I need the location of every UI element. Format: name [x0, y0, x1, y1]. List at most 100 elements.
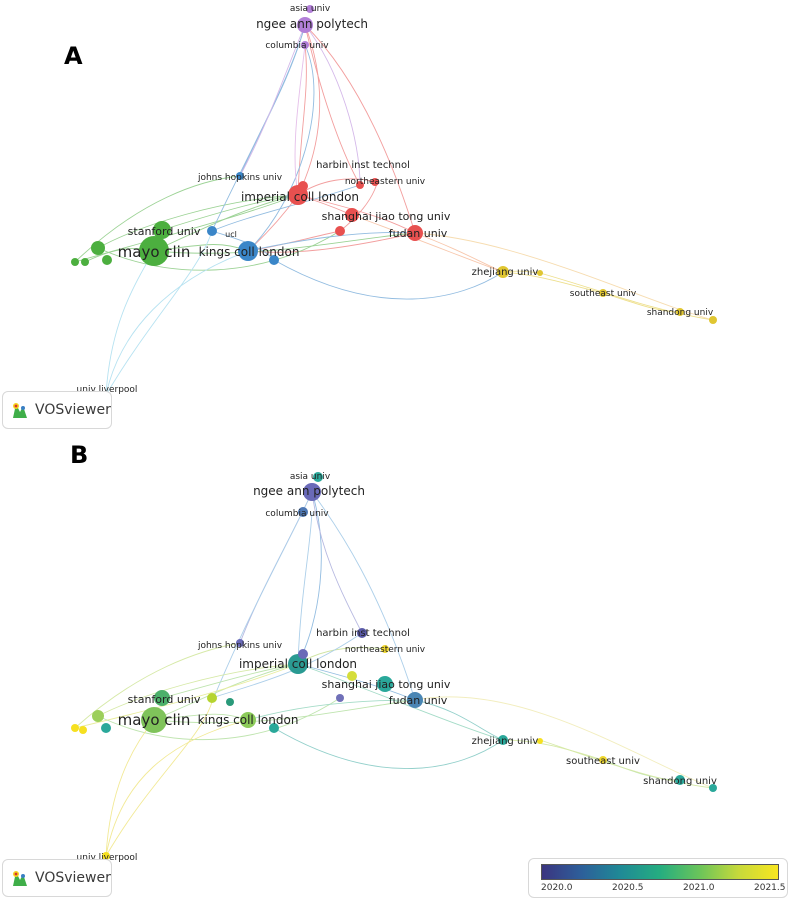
node-columbia[interactable] — [298, 507, 308, 517]
link — [239, 24, 306, 177]
node-fudan[interactable] — [407, 692, 423, 708]
node-red-small[interactable] — [335, 226, 345, 236]
node-yellow-small[interactable] — [537, 738, 543, 744]
color-scale-bar — [541, 864, 779, 880]
link — [97, 663, 299, 717]
node-green-d[interactable] — [102, 255, 112, 265]
node-fudan[interactable] — [407, 225, 423, 241]
node-asia[interactable] — [306, 5, 314, 13]
label-sjtu: shanghai jiao tong univ — [322, 678, 451, 691]
link — [539, 272, 714, 321]
node-kings[interactable] — [238, 241, 258, 261]
node-shandong[interactable] — [676, 308, 684, 316]
node-sjtu[interactable] — [345, 208, 359, 222]
link — [297, 44, 307, 196]
node-yellow-end[interactable] — [709, 316, 717, 324]
link — [311, 491, 416, 701]
link — [297, 194, 416, 234]
node-columbia[interactable] — [301, 41, 309, 49]
link — [74, 663, 299, 729]
node-imperial-2[interactable] — [298, 181, 308, 191]
link — [502, 739, 604, 761]
link — [539, 739, 714, 789]
link — [153, 713, 249, 721]
label-columbia: columbia univ — [265, 41, 329, 51]
link — [351, 214, 504, 273]
link — [247, 232, 416, 253]
label-jhu: johns hopkins univ — [197, 173, 283, 183]
link — [97, 194, 299, 249]
link — [105, 230, 213, 396]
link — [297, 24, 321, 196]
node-liverpool[interactable] — [102, 852, 110, 860]
label-mayo: mayo clin — [118, 243, 191, 261]
network-map-a: asia univ ngee ann polytech columbia uni… — [71, 4, 717, 399]
label-harbin: harbin inst technol — [316, 160, 410, 171]
link — [297, 491, 322, 665]
node-ucl[interactable] — [226, 698, 234, 706]
link — [294, 44, 306, 196]
nodes-a — [71, 5, 717, 399]
node-stanford[interactable] — [153, 221, 171, 239]
link — [97, 230, 341, 271]
link — [153, 699, 416, 724]
node-mayo[interactable] — [141, 707, 167, 733]
node-teal-a[interactable] — [101, 723, 111, 733]
label-imperial: imperial coll london — [239, 657, 357, 671]
label-fudan: fudan univ — [389, 694, 448, 707]
node-teal-end[interactable] — [709, 784, 717, 792]
label-columbia: columbia univ — [265, 509, 329, 519]
node-southeast[interactable] — [599, 289, 607, 297]
node-green-a[interactable] — [91, 241, 105, 255]
node-ucl[interactable] — [207, 226, 217, 236]
node-ngee[interactable] — [303, 483, 321, 501]
node-ucl-yellow[interactable] — [207, 693, 217, 703]
node-yellow-b[interactable] — [79, 726, 87, 734]
node-mayo[interactable] — [139, 236, 169, 266]
node-northeastern[interactable] — [381, 645, 389, 653]
link — [153, 232, 416, 254]
node-harbin[interactable] — [356, 181, 364, 189]
node-southeast[interactable] — [599, 756, 607, 764]
label-harbin: harbin inst technol — [316, 628, 410, 639]
node-stanford[interactable] — [154, 690, 170, 706]
label-northeastern: northeastern univ — [345, 645, 426, 655]
node-green-a[interactable] — [92, 710, 104, 722]
node-harbin[interactable] — [357, 628, 367, 638]
node-kings[interactable] — [240, 712, 256, 728]
label-ngee: ngee ann polytech — [256, 17, 368, 31]
node-green-c[interactable] — [81, 258, 89, 266]
node-zhejiang[interactable] — [498, 735, 508, 745]
node-yellow-a[interactable] — [71, 724, 79, 732]
vosviewer-text-b: VOSviewer — [35, 870, 111, 886]
link — [97, 697, 341, 740]
node-yellow-mid[interactable] — [347, 671, 357, 681]
node-northeastern[interactable] — [371, 178, 379, 186]
legend-tick: 2021.0 — [683, 883, 715, 893]
link — [161, 194, 299, 231]
node-blue-small[interactable] — [269, 255, 279, 265]
node-purple-small[interactable] — [336, 694, 344, 702]
node-asia[interactable] — [313, 472, 323, 482]
link — [502, 271, 604, 294]
link — [414, 232, 714, 321]
link — [105, 719, 155, 857]
color-scale-legend: 2020.0 2020.5 2021.0 2021.5 — [528, 858, 788, 898]
node-jhu[interactable] — [236, 172, 244, 180]
node-green-b[interactable] — [71, 258, 79, 266]
vosviewer-icon — [13, 403, 27, 418]
link — [247, 699, 416, 721]
link — [247, 232, 416, 252]
label-southeast: southeast univ — [566, 756, 640, 767]
node-jhu[interactable] — [236, 639, 244, 647]
node-yellow-small[interactable] — [537, 270, 543, 276]
label-jhu: johns hopkins univ — [197, 641, 283, 651]
node-zhejiang[interactable] — [497, 266, 509, 278]
node-imperial-2[interactable] — [298, 649, 308, 659]
panel-a: A — [0, 0, 789, 440]
node-teal-small[interactable] — [269, 723, 279, 733]
label-zhejiang: zhejiang univ — [472, 267, 539, 278]
node-shandong[interactable] — [675, 775, 685, 785]
node-sjtu[interactable] — [377, 676, 393, 692]
node-ngee[interactable] — [297, 17, 313, 33]
